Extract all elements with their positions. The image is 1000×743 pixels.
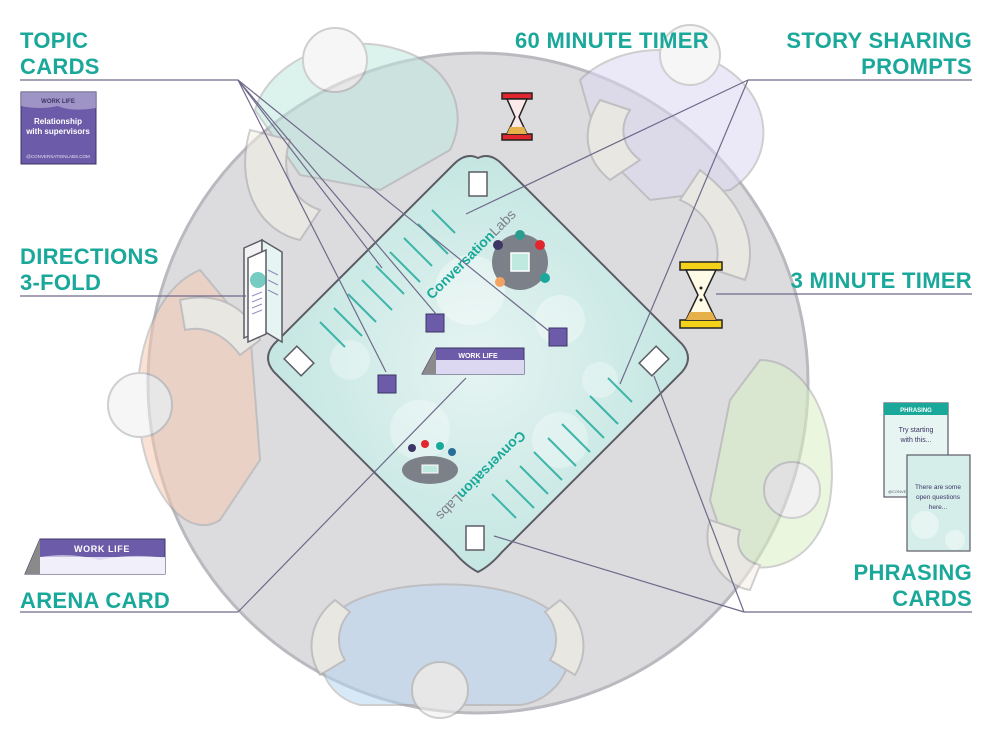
arena-card-example: WORK LIFE bbox=[24, 538, 166, 575]
phrasing-card-front-line-1: There are some bbox=[915, 484, 961, 491]
participant-bottom bbox=[310, 583, 585, 719]
board-arena-card: WORK LIFE bbox=[421, 347, 525, 375]
participant-top-left bbox=[244, 27, 459, 242]
topic-card-category: WORK LIFE bbox=[41, 99, 75, 105]
phrasing-card-back-line-2: with this... bbox=[899, 437, 931, 444]
participants bbox=[107, 24, 833, 719]
three-minute-timer-icon bbox=[679, 261, 723, 329]
phrasing-card-front-line-3: here... bbox=[929, 504, 948, 511]
participant-top-right bbox=[578, 24, 765, 282]
label-topic-cards-line-1: TOPIC bbox=[20, 28, 89, 53]
phrasing-card-back-footer: @CONVERSATION bbox=[888, 489, 924, 494]
phrasing-card-front-line-2: open questions bbox=[916, 494, 961, 501]
leader-lines bbox=[20, 79, 972, 613]
label-topic-cards-line-2: CARDS bbox=[20, 54, 100, 79]
label-60-minute-timer: 60 MINUTE TIMER bbox=[515, 28, 709, 53]
topic-card-title-line-1: Relationship bbox=[34, 117, 82, 126]
label-story-sharing-line-1: STORY SHARING bbox=[786, 28, 972, 53]
sixty-minute-timer-icon bbox=[501, 92, 533, 141]
label-directions-line-1: DIRECTIONS bbox=[20, 244, 159, 269]
directions-trifold bbox=[243, 238, 283, 344]
board-topic-card-1 bbox=[425, 313, 445, 333]
participant-right bbox=[706, 358, 833, 592]
board-card-bottom bbox=[465, 525, 485, 551]
label-phrasing-cards: PHRASING CARDS bbox=[853, 560, 972, 612]
label-story-sharing-prompts: STORY SHARING PROMPTS bbox=[786, 28, 972, 80]
participant-left bbox=[107, 268, 262, 527]
board-card-right bbox=[638, 345, 670, 377]
arena-card-text: WORK LIFE bbox=[74, 544, 130, 554]
topic-card-footer: @CONVERSATIONLABS.COM bbox=[26, 154, 90, 159]
svg-text:WORK LIFE: WORK LIFE bbox=[458, 353, 498, 360]
label-phrasing-cards-line-1: PHRASING bbox=[853, 560, 972, 585]
label-story-sharing-line-2: PROMPTS bbox=[861, 54, 972, 79]
label-directions-line-2: 3-FOLD bbox=[20, 270, 102, 295]
phrasing-cards-example: PHRASING Try starting with this... @CONV… bbox=[883, 402, 971, 552]
phrasing-card-back-line-1: Try starting bbox=[899, 427, 934, 434]
board-card-left bbox=[283, 345, 315, 377]
phrasing-card-header: PHRASING bbox=[900, 408, 932, 414]
topic-card-example: WORK LIFE Relationship with supervisors … bbox=[20, 91, 97, 165]
game-board: ConversationLabs ConversationLabs WORK L… bbox=[267, 155, 689, 574]
label-arena-card: ARENA CARD bbox=[20, 588, 171, 613]
label-3-minute-timer: 3 MINUTE TIMER bbox=[790, 268, 972, 293]
label-phrasing-cards-line-2: CARDS bbox=[892, 586, 972, 611]
phrasing-card-front bbox=[906, 454, 971, 552]
label-topic-cards: TOPIC CARDS bbox=[20, 28, 100, 80]
board-card-top bbox=[468, 171, 488, 197]
topic-card-title-line-2: with supervisors bbox=[25, 127, 90, 136]
board-group-illustration-bottom bbox=[402, 440, 458, 484]
board-topic-card-2 bbox=[548, 327, 568, 347]
board-topic-card-3 bbox=[377, 374, 397, 394]
label-directions-3-fold: DIRECTIONS 3-FOLD bbox=[20, 244, 159, 296]
board-group-illustration-top bbox=[492, 230, 550, 290]
